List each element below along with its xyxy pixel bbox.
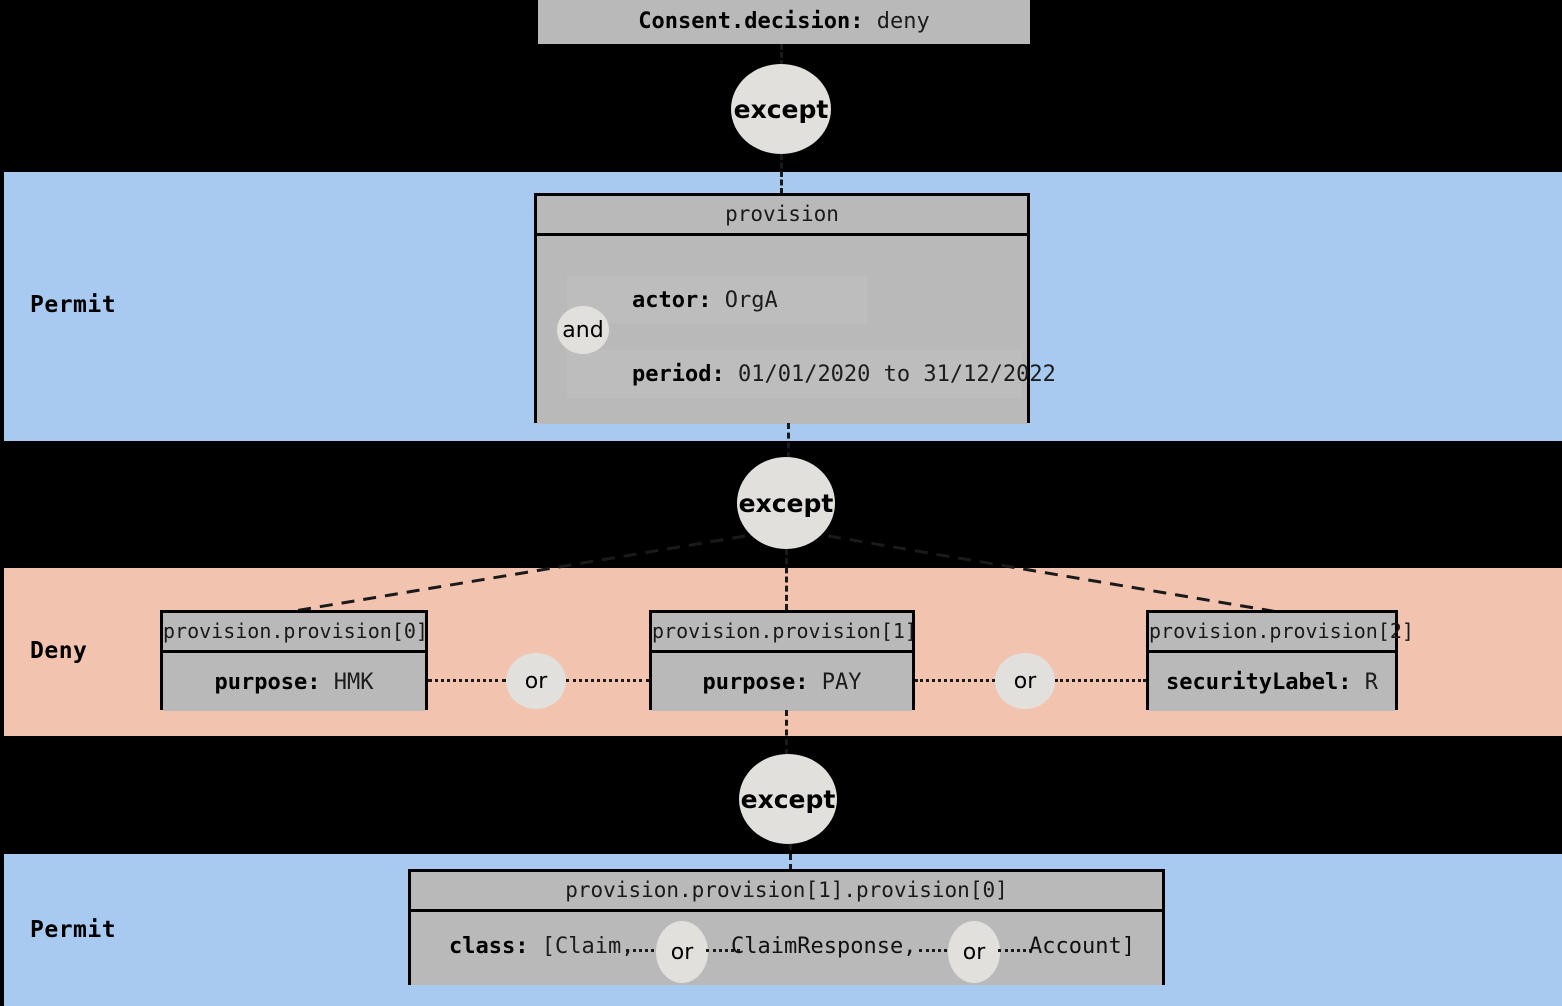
- operator-except-2[interactable]: except: [737, 457, 835, 549]
- node-provision-header: provision: [537, 196, 1027, 236]
- operator-or-1[interactable]: or: [506, 653, 566, 709]
- provision-actor-value: OrgA: [724, 288, 778, 313]
- edge-bottom-or1-a: [626, 949, 660, 952]
- bottom-class-open: [Claim,: [541, 934, 635, 959]
- provision-row-actor: actor: OrgA: [632, 288, 778, 313]
- node-provision-1-0[interactable]: provision.provision[1].provision[0] clas…: [408, 869, 1165, 985]
- consent-decision-value: deny: [876, 9, 930, 34]
- band-label-permit-bottom: Permit: [30, 917, 117, 943]
- bottom-class-middle: ClaimResponse,: [731, 934, 917, 959]
- band-left-edge: [0, 854, 4, 1006]
- consent-decision-text: Consent.decision: deny: [538, 0, 1030, 41]
- provision-2-row: securityLabel: R: [1166, 670, 1378, 695]
- node-consent-decision[interactable]: Consent.decision: deny: [538, 0, 1030, 44]
- provision-0-row: purpose: HMK: [215, 670, 374, 695]
- band-label-deny: Deny: [30, 638, 88, 664]
- edge-title-to-except1: [780, 44, 783, 66]
- edge-provision-to-except2: [787, 423, 790, 458]
- node-provision-1-header: provision.provision[1]: [652, 613, 917, 653]
- node-provision-0[interactable]: provision.provision[0] purpose: HMK: [160, 610, 428, 711]
- edge-bottom-or2-a: [919, 949, 953, 952]
- edge-bottom-or1-b: [706, 949, 740, 952]
- edge-except2-to-provision1: [785, 549, 788, 610]
- operator-and[interactable]: and: [557, 306, 609, 354]
- band-left-edge: [0, 172, 4, 441]
- node-provision[interactable]: provision actor: OrgA period: 01/01/2020…: [534, 193, 1056, 424]
- operator-or-bottom-1[interactable]: or: [656, 921, 708, 983]
- provision-1-value: PAY: [821, 669, 862, 695]
- edge-except3-to-bottom: [789, 844, 792, 870]
- edge-provision1-to-except3: [785, 710, 788, 755]
- provision-actor-key: actor:: [632, 288, 725, 313]
- row-shade-actor: [567, 276, 867, 324]
- operator-except-1[interactable]: except: [731, 64, 831, 154]
- band-label-permit-top: Permit: [30, 292, 117, 318]
- operator-or-bottom-2[interactable]: or: [948, 921, 1000, 983]
- provision-2-key: securityLabel:: [1166, 669, 1365, 695]
- edge-or-left-b: [566, 679, 649, 682]
- provision-row-period: period: 01/01/2020 to 31/12/2022: [632, 362, 1056, 387]
- provision-0-key: purpose:: [214, 669, 334, 695]
- provision-period-key: period:: [632, 362, 738, 387]
- edge-or-right-b: [1055, 679, 1146, 682]
- provision-1-row: purpose: PAY: [703, 670, 862, 695]
- node-provision-2[interactable]: provision.provision[2] securityLabel: R: [1146, 610, 1414, 711]
- edge-or-left-a: [428, 679, 506, 682]
- node-provision-1-0-header: provision.provision[1].provision[0]: [411, 872, 1162, 912]
- edge-or-right-a: [915, 679, 995, 682]
- node-provision-2-header: provision.provision[2]: [1149, 613, 1414, 653]
- edge-except1-to-provision: [780, 154, 783, 194]
- provision-1-key: purpose:: [702, 669, 822, 695]
- edge-bottom-or2-b: [998, 949, 1032, 952]
- node-provision-0-header: provision.provision[0]: [163, 613, 428, 653]
- consent-decision-key: Consent.decision:: [638, 9, 877, 34]
- row-shade-period: [567, 350, 1022, 398]
- provision-2-value: R: [1364, 669, 1378, 695]
- operator-except-3[interactable]: except: [739, 754, 837, 844]
- provision-period-value: 01/01/2020 to 31/12/2022: [737, 362, 1056, 387]
- node-provision-1[interactable]: provision.provision[1] purpose: PAY: [649, 610, 917, 711]
- bottom-class-key-part: class: [Claim,: [449, 934, 634, 959]
- band-left-edge: [0, 568, 4, 736]
- provision-0-value: HMK: [333, 669, 374, 695]
- bottom-class-key: class:: [449, 934, 542, 959]
- operator-or-2[interactable]: or: [995, 653, 1055, 709]
- bottom-class-close: Account]: [1029, 934, 1135, 959]
